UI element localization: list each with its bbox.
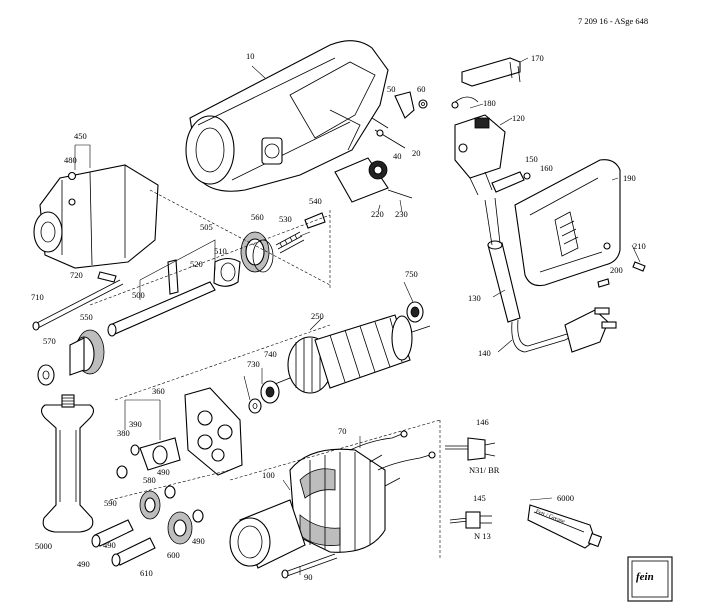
plug-n31 — [445, 437, 496, 461]
grease-tube-6000 — [527, 504, 603, 549]
handle-housing-190 — [514, 159, 621, 287]
handle-cover-170 — [461, 57, 521, 87]
bearing-750 — [406, 301, 424, 323]
armature-part — [269, 314, 431, 394]
part-label-530: 530 — [279, 214, 292, 224]
part-label-40: 40 — [393, 151, 402, 161]
document-reference: 7 209 16 - ASge 648 — [578, 16, 649, 26]
part-label-520: 520 — [190, 259, 203, 269]
part-label-710: 710 — [31, 292, 44, 302]
part-label-190: 190 — [623, 173, 636, 183]
part-label-10: 10 — [246, 51, 255, 61]
plug-variant-n13-label: N 13 — [474, 531, 491, 541]
part-label-580: 580 — [143, 475, 156, 485]
part-label-70: 70 — [338, 426, 347, 436]
switch-part-120 — [451, 96, 506, 196]
part-label-390: 390 — [129, 419, 142, 429]
part-label-490-c: 490 — [103, 540, 116, 550]
part-label-480: 480 — [64, 155, 77, 165]
part-label-180: 180 — [483, 98, 496, 108]
part-label-210: 210 — [633, 241, 646, 251]
part-label-490-d: 490 — [77, 559, 90, 569]
part-label-380: 380 — [117, 428, 130, 438]
part-label-600: 600 — [167, 550, 180, 560]
part-label-250: 250 — [311, 311, 324, 321]
part-label-450: 450 — [74, 131, 87, 141]
part-label-50: 50 — [387, 84, 396, 94]
gear-550-570 — [37, 329, 105, 386]
part-label-145: 145 — [473, 493, 486, 503]
plug-n13 — [449, 511, 492, 529]
fein-logo-text: fein — [636, 571, 654, 583]
part-label-20: 20 — [412, 148, 421, 158]
plug-variant-n31-label: N31/ BR — [469, 465, 500, 475]
part-label-560: 560 — [251, 212, 264, 222]
bearing-plate-part — [116, 387, 243, 479]
part-label-750: 750 — [405, 269, 418, 279]
gear-head-part — [33, 144, 159, 269]
part-label-540: 540 — [309, 196, 322, 206]
part-label-230: 230 — [395, 209, 408, 219]
part-label-5000: 5000 — [35, 541, 52, 551]
part-label-740: 740 — [264, 349, 277, 359]
part-label-150: 150 — [525, 154, 538, 164]
part-label-90: 90 — [304, 572, 313, 582]
field-coil-part — [289, 430, 436, 553]
part-label-610: 610 — [140, 568, 153, 578]
part-label-120: 120 — [512, 113, 525, 123]
part-label-170: 170 — [531, 53, 544, 63]
housing-small-parts — [371, 91, 428, 149]
part-label-500: 500 — [132, 290, 145, 300]
part-label-550: 550 — [80, 312, 93, 322]
part-label-140: 140 — [478, 348, 491, 358]
part-label-490-a: 490 — [157, 467, 170, 477]
part-label-360: 360 — [152, 386, 165, 396]
head-screws — [32, 271, 124, 331]
bearing-740-730 — [248, 380, 280, 414]
part-label-505: 505 — [200, 222, 213, 232]
part-label-720: 720 — [70, 270, 83, 280]
part-label-590: 590 — [104, 498, 117, 508]
fein-logo-icon — [627, 556, 673, 602]
leader-lines — [243, 57, 641, 575]
part-label-570: 570 — [43, 336, 56, 346]
part-label-490-b: 490 — [192, 536, 205, 546]
cable-clamp-150 — [491, 171, 531, 193]
power-cord-140 — [511, 307, 617, 353]
assembly-lines — [89, 189, 441, 560]
gear-housing-part — [185, 40, 389, 192]
brush-holder-part — [334, 157, 413, 213]
part-label-510: 510 — [214, 246, 227, 256]
part-label-200: 200 — [610, 265, 623, 275]
cable-sleeve-130 — [484, 197, 521, 323]
part-label-146: 146 — [476, 417, 489, 427]
assembly-screw-90 — [281, 553, 338, 579]
stator-shell-part — [229, 499, 306, 569]
part-label-130: 130 — [468, 293, 481, 303]
part-label-160: 160 — [540, 163, 553, 173]
planetary-gear-set — [91, 485, 204, 567]
part-label-730: 730 — [247, 359, 260, 369]
part-label-100: 100 — [262, 470, 275, 480]
side-handle-part — [40, 394, 95, 533]
screws-200-210 — [597, 261, 646, 288]
part-label-60: 60 — [417, 84, 426, 94]
spindle-shaft-group — [107, 239, 241, 337]
part-label-220: 220 — [371, 209, 384, 219]
part-label-6000: 6000 — [557, 493, 574, 503]
